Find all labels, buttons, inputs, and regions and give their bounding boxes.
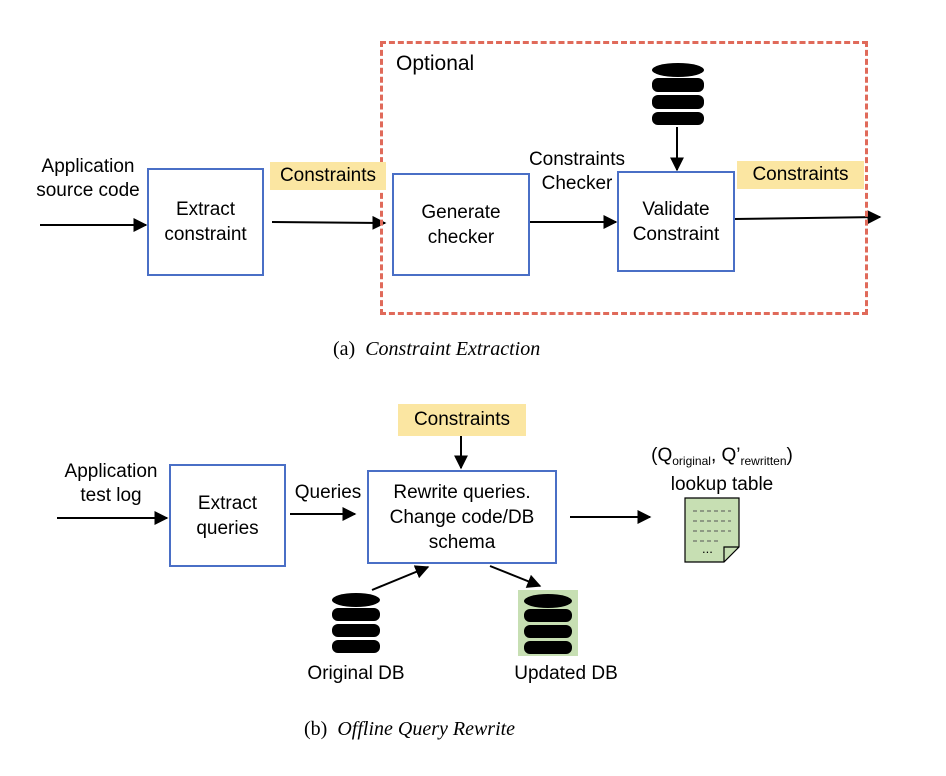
caption-b: (b) Offline Query Rewrite	[304, 718, 516, 740]
database-icon	[524, 594, 572, 654]
arrow-rewrite-to-updateddb	[489, 565, 542, 588]
source-code-label: Application source code	[36, 156, 140, 201]
document-ellipsis: ...	[702, 541, 713, 556]
document-icon: ...	[684, 497, 740, 563]
constraints-tag-b: Constraints	[398, 404, 526, 436]
arrow-origdb-to-rewrite	[371, 565, 430, 591]
updated-db-label: Updated DB	[514, 663, 618, 684]
database-icon	[652, 63, 704, 125]
optional-label: Optional	[396, 52, 475, 75]
rewrite-queries-box: Rewrite queries. Change code/DB schema	[367, 470, 557, 564]
arrow-extract-to-generate	[271, 215, 387, 230]
arrow-validate-out	[733, 210, 882, 225]
constraints-tag-2: Constraints	[737, 161, 864, 189]
constraints-tag-1: Constraints	[270, 162, 386, 190]
test-log-label: Application test log	[64, 461, 158, 506]
lookup-table-label: (Qoriginal, Q’rewritten) lookup table	[651, 445, 793, 495]
caption-a: (a) Constraint Extraction	[333, 338, 541, 360]
original-db-label: Original DB	[307, 663, 405, 684]
constraints-checker-label: Constraints Checker	[528, 149, 626, 194]
queries-label: Queries	[294, 482, 362, 503]
database-icon	[332, 593, 380, 653]
